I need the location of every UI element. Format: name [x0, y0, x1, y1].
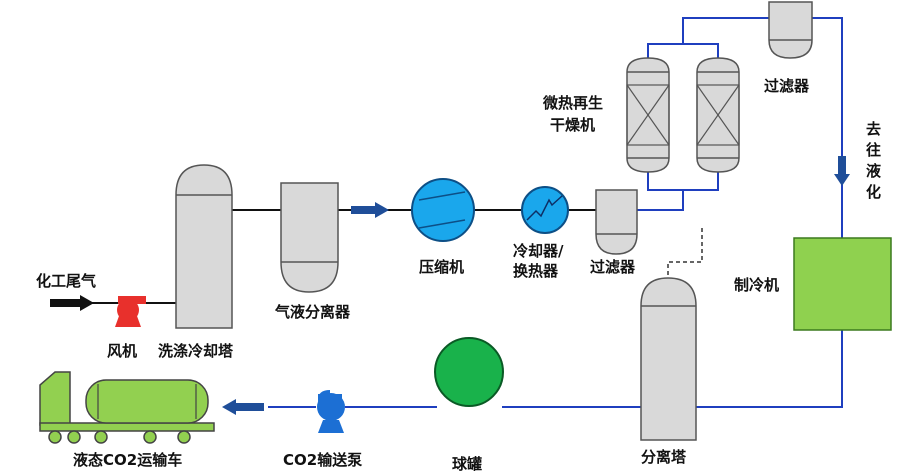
label-spherical-tank: 球罐: [452, 455, 482, 473]
dryer-right: [696, 57, 740, 173]
pipes: [50, 17, 843, 408]
refrigerator-unit: [793, 237, 892, 331]
label-to-liquefaction-1: 去: [866, 120, 881, 138]
labels: 化工尾气 风机 洗涤冷却塔 气液分离器 压缩机 冷却器/ 换热器 过滤器 微热再…: [36, 77, 882, 473]
label-dryer-line2: 干燥机: [550, 116, 595, 134]
heat-exchanger-coil-icon: [521, 186, 569, 234]
label-wash-cooling-tower: 洗涤冷却塔: [158, 342, 234, 360]
pipe-dryers-bottom-join: [683, 172, 719, 191]
separation-tower: [640, 277, 697, 441]
pipe-filter-to-dryers: [637, 172, 684, 211]
label-blower: 风机: [107, 342, 137, 360]
truck-feed-arrow: [222, 399, 264, 415]
filter-upper: [768, 1, 813, 59]
label-co2-pump: CO2输送泵: [283, 451, 362, 469]
centrifugal-pump-icon: [317, 390, 345, 433]
label-filter-upper: 过滤器: [764, 77, 810, 95]
flow-arrows: [50, 156, 850, 415]
label-chemical-tail-gas: 化工尾气: [36, 272, 96, 290]
gas-liquid-separator: [280, 182, 339, 293]
label-to-liquefaction-3: 液: [866, 162, 882, 180]
pipe-dryers-top-left: [647, 43, 719, 58]
label-filter-lower: 过滤器: [590, 258, 636, 276]
label-gas-liquid-separator: 气液分离器: [274, 303, 351, 321]
compressor-icon: [411, 178, 475, 242]
label-cooler-line1: 冷却器/: [513, 242, 564, 260]
label-cooler-line2: 换热器: [513, 262, 559, 280]
compressor-inlet-arrow: [351, 202, 389, 218]
label-to-liquefaction-4: 化: [866, 183, 881, 201]
pipe-dryers-to-upper-filter: [682, 17, 769, 44]
pipe-chiller-to-tower: [696, 330, 843, 408]
inlet-arrow: [50, 295, 94, 311]
tanker-truck-icon: [39, 371, 215, 444]
dryer-left: [626, 57, 670, 173]
label-dryer-line1: 微热再生: [542, 94, 603, 112]
spherical-tank: [434, 337, 504, 407]
label-to-liquefaction-2: 往: [866, 141, 881, 159]
pipe-filter-to-tower-dashed: [667, 228, 703, 278]
label-separation-tower: 分离塔: [641, 448, 687, 466]
filter-lower: [595, 189, 638, 255]
pipe-upper-filter-to-chiller: [812, 17, 843, 238]
label-refrigerator: 制冷机: [734, 276, 779, 294]
liquefaction-arrow: [834, 156, 850, 186]
centrifugal-blower-icon: [115, 296, 146, 327]
wash-cooling-tower: [175, 164, 233, 329]
label-compressor: 压缩机: [419, 258, 464, 276]
label-liquid-co2-truck: 液态CO2运输车: [73, 451, 182, 469]
